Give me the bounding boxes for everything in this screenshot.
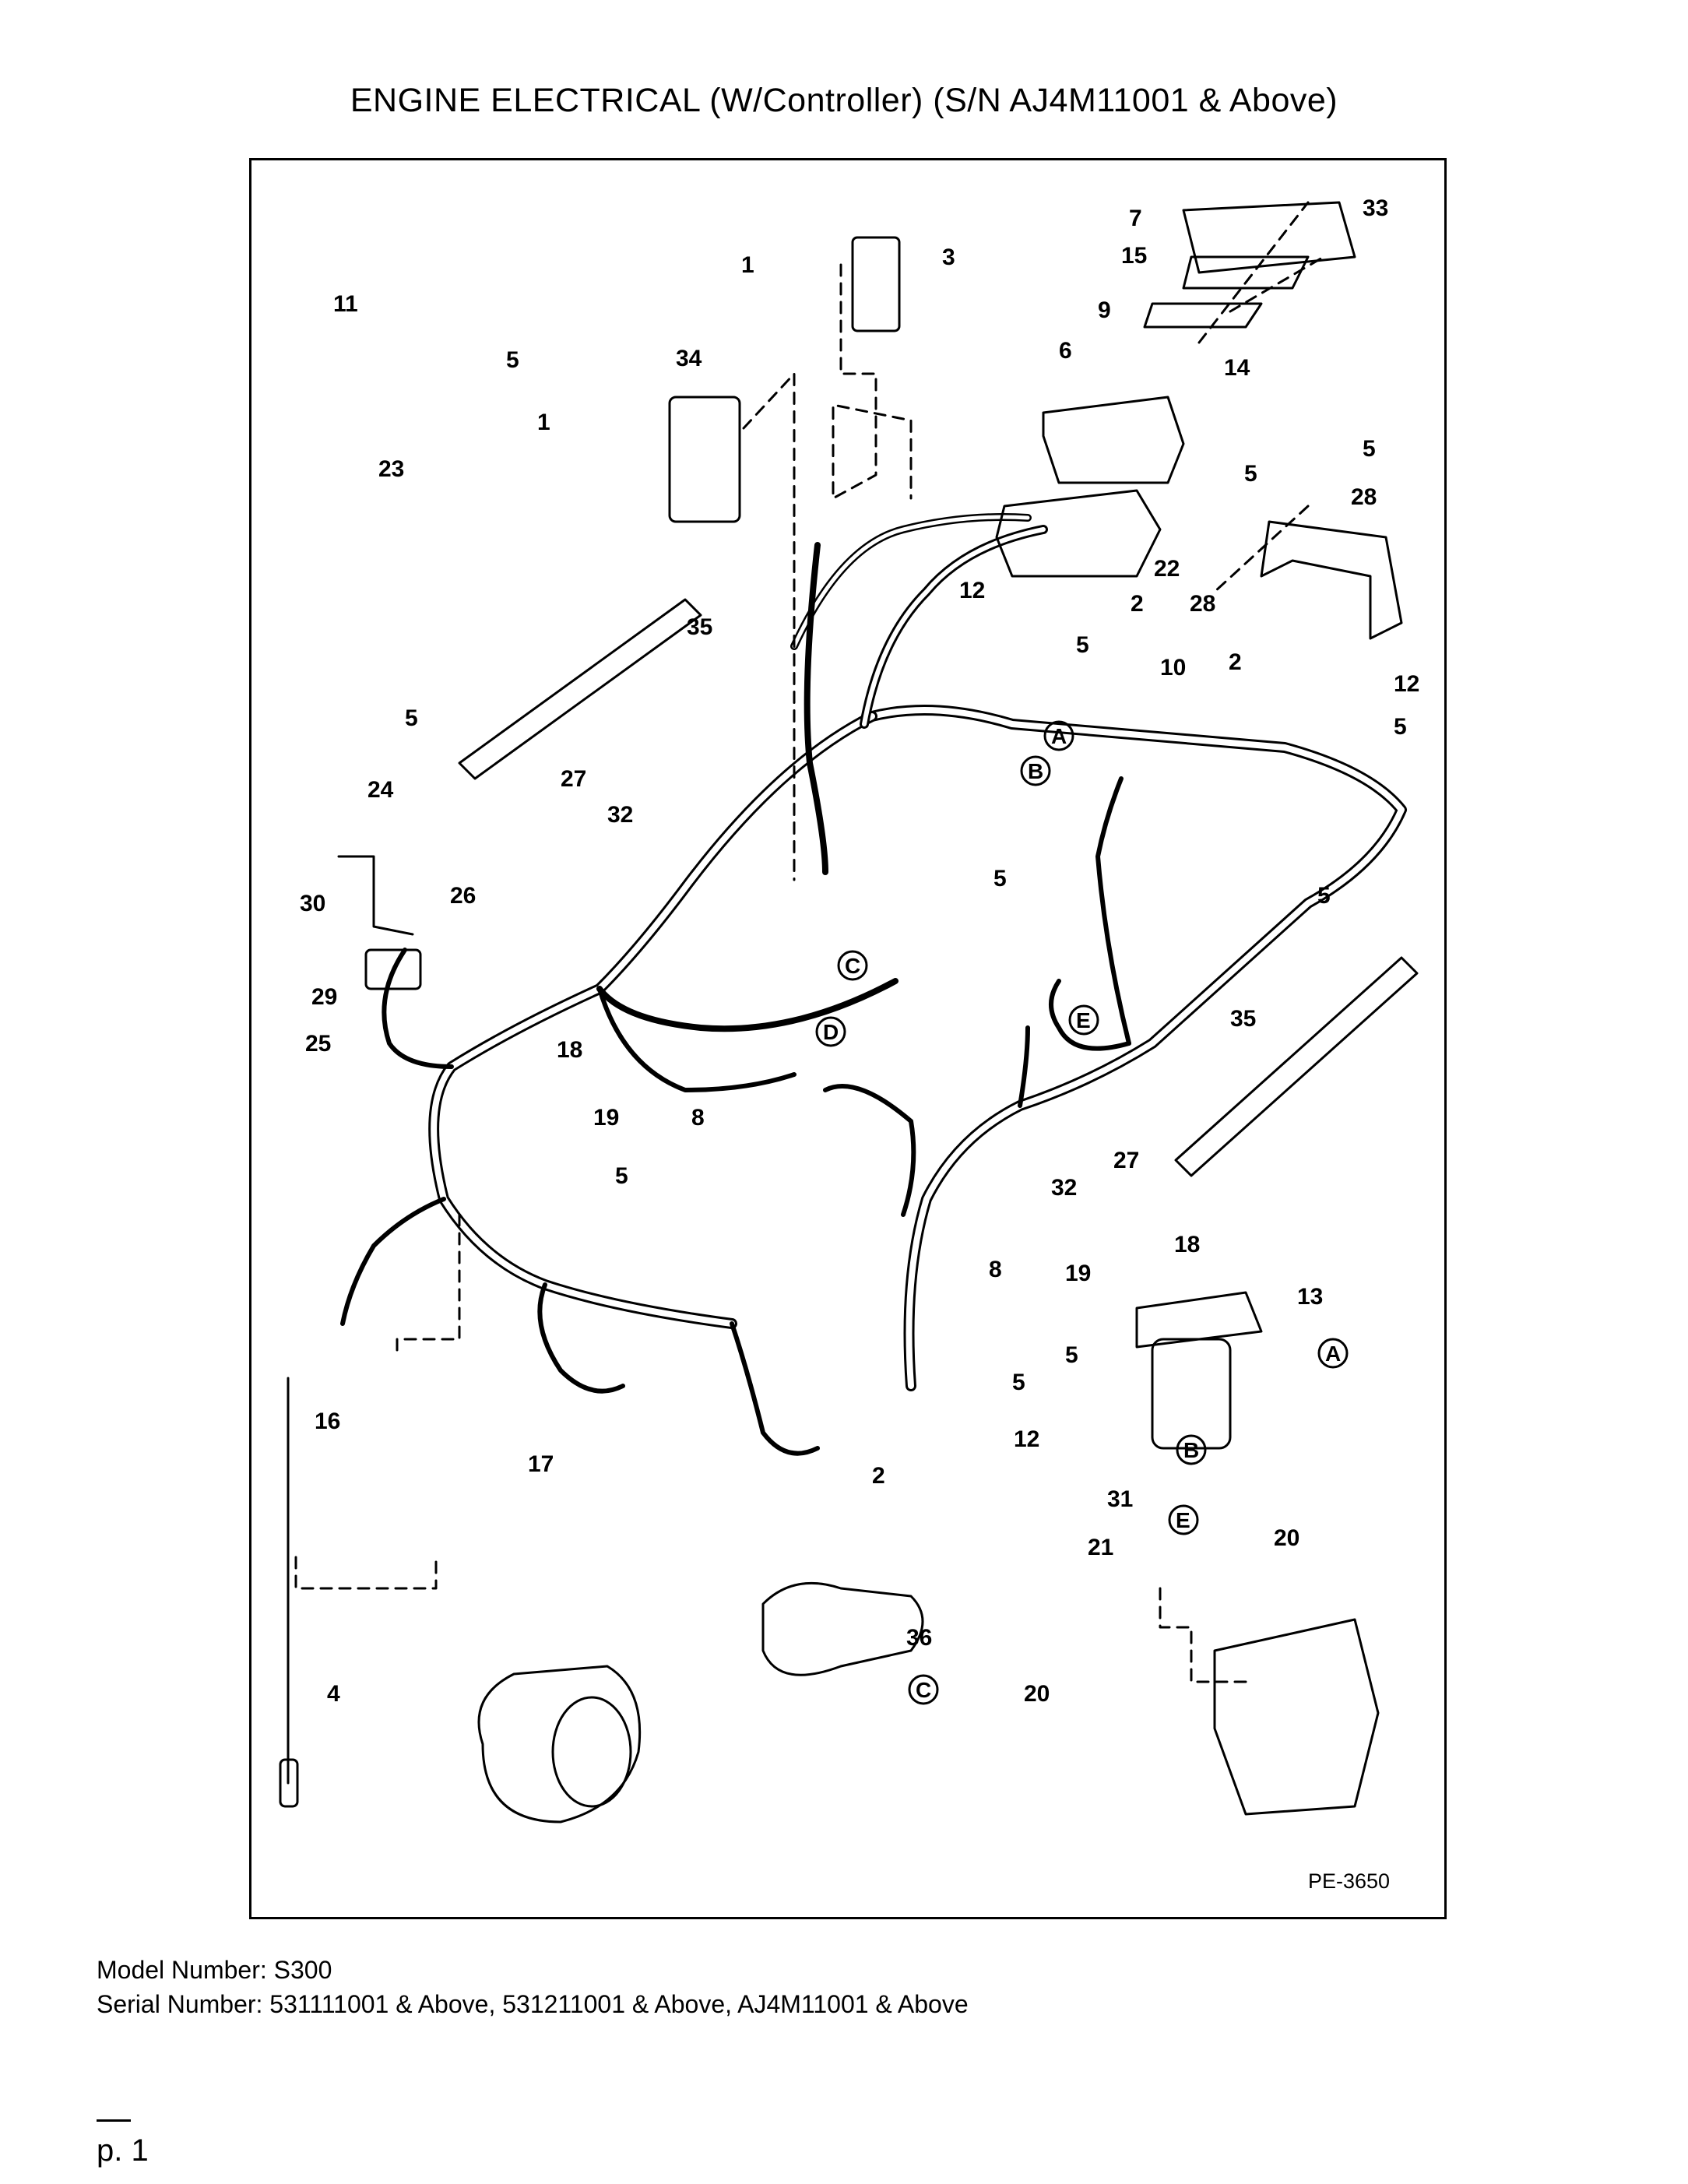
svg-text:15: 15 [1121, 243, 1147, 269]
svg-text:5: 5 [1012, 1370, 1025, 1395]
svg-text:13: 13 [1297, 1284, 1323, 1310]
svg-text:2: 2 [1131, 591, 1144, 617]
svg-text:16: 16 [315, 1409, 340, 1434]
svg-text:20: 20 [1024, 1681, 1050, 1707]
svg-text:19: 19 [1065, 1261, 1091, 1286]
svg-text:28: 28 [1351, 484, 1377, 510]
svg-text:34: 34 [676, 346, 702, 371]
svg-text:A: A [1325, 1342, 1341, 1366]
svg-text:23: 23 [378, 456, 404, 482]
svg-text:B: B [1028, 759, 1043, 783]
svg-text:18: 18 [1174, 1232, 1200, 1257]
svg-text:5: 5 [1394, 714, 1407, 740]
svg-text:C: C [845, 954, 860, 978]
svg-text:E: E [1076, 1008, 1091, 1032]
diagram-ref-code: PE-3650 [1308, 1869, 1390, 1893]
svg-text:32: 32 [1051, 1175, 1077, 1201]
svg-text:9: 9 [1098, 297, 1111, 323]
svg-text:24: 24 [367, 777, 394, 803]
svg-text:33: 33 [1363, 195, 1388, 221]
page-title: ENGINE ELECTRICAL (W/Controller) (S/N AJ… [350, 82, 1338, 119]
svg-text:B: B [1183, 1438, 1199, 1462]
svg-text:5: 5 [1244, 461, 1257, 487]
svg-text:31: 31 [1107, 1486, 1133, 1512]
svg-text:A: A [1051, 724, 1067, 748]
svg-text:8: 8 [691, 1105, 705, 1131]
svg-text:21: 21 [1088, 1535, 1113, 1560]
svg-text:1: 1 [741, 252, 754, 278]
serial-number: Serial Number: 531111001 & Above, 531211… [97, 1990, 969, 2018]
svg-text:2: 2 [872, 1463, 885, 1489]
svg-text:2: 2 [1229, 649, 1242, 675]
svg-text:11: 11 [333, 291, 358, 317]
svg-text:12: 12 [959, 578, 985, 603]
svg-text:26: 26 [450, 883, 476, 909]
svg-text:5: 5 [405, 705, 418, 731]
svg-text:28: 28 [1190, 591, 1215, 617]
svg-text:D: D [823, 1020, 839, 1044]
svg-text:3: 3 [942, 244, 955, 270]
svg-text:27: 27 [1113, 1148, 1139, 1173]
svg-text:10: 10 [1160, 655, 1186, 681]
page-divider [97, 2119, 131, 2122]
svg-text:32: 32 [607, 802, 633, 828]
svg-text:4: 4 [327, 1681, 340, 1707]
svg-text:22: 22 [1154, 556, 1180, 582]
svg-text:6: 6 [1059, 338, 1072, 364]
svg-text:29: 29 [311, 984, 337, 1010]
ac-compressor [477, 1665, 642, 1824]
svg-text:12: 12 [1394, 671, 1419, 697]
svg-text:17: 17 [528, 1451, 554, 1477]
svg-text:35: 35 [687, 614, 712, 640]
model-number: Model Number: S300 [97, 1956, 332, 1984]
svg-text:7: 7 [1129, 206, 1142, 231]
svg-text:5: 5 [615, 1163, 628, 1189]
svg-text:14: 14 [1224, 355, 1250, 381]
svg-text:35: 35 [1230, 1006, 1256, 1032]
svg-text:5: 5 [1065, 1342, 1078, 1368]
relay-box [1042, 396, 1185, 484]
diagram-frame [249, 158, 1447, 1919]
svg-text:19: 19 [593, 1105, 619, 1131]
svg-text:12: 12 [1014, 1426, 1039, 1452]
svg-text:36: 36 [906, 1625, 932, 1651]
svg-text:27: 27 [561, 766, 586, 792]
svg-text:20: 20 [1274, 1525, 1299, 1551]
page-number: p. 1 [97, 2133, 149, 2168]
svg-text:5: 5 [1076, 632, 1089, 658]
svg-text:8: 8 [989, 1257, 1002, 1282]
svg-text:E: E [1176, 1508, 1190, 1532]
svg-text:C: C [916, 1678, 931, 1702]
svg-text:1: 1 [537, 410, 550, 435]
svg-text:18: 18 [557, 1037, 582, 1063]
svg-text:5: 5 [506, 347, 519, 373]
svg-text:5: 5 [993, 866, 1007, 892]
svg-text:30: 30 [300, 891, 325, 916]
svg-text:5: 5 [1317, 883, 1331, 909]
svg-text:5: 5 [1363, 436, 1376, 462]
svg-text:25: 25 [305, 1031, 331, 1057]
